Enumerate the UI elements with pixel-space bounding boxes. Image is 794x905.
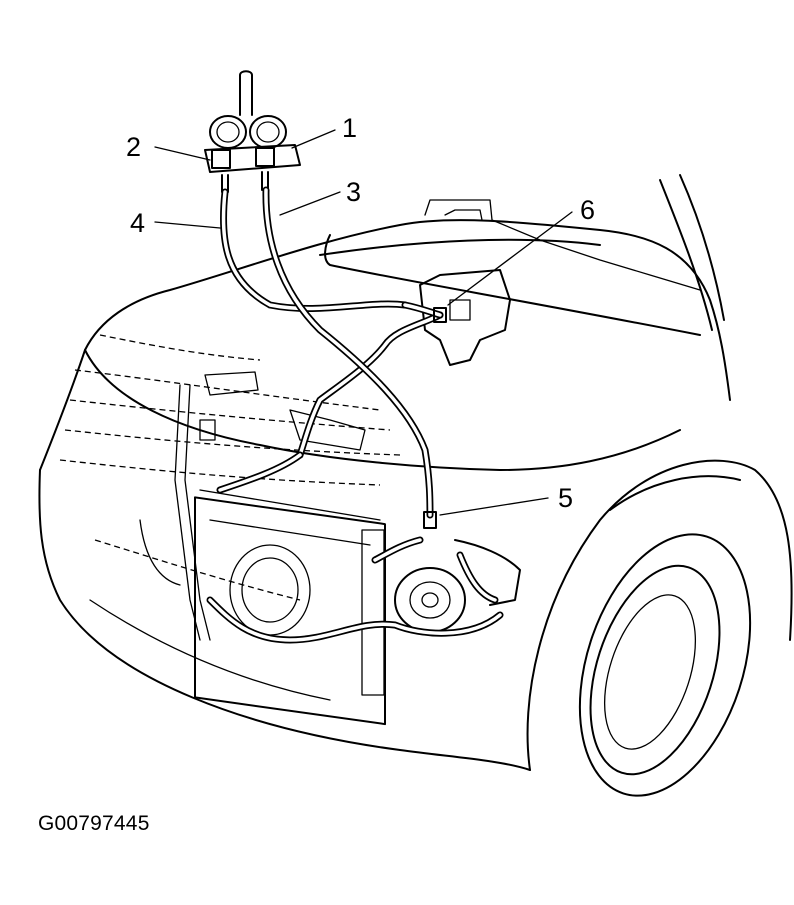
figure-code: G00797445 [38, 812, 150, 835]
engine-components [139, 269, 521, 726]
callout-3: 3 [346, 177, 361, 207]
callout-5: 5 [558, 483, 573, 513]
refrigerant-lines [206, 311, 504, 644]
callout-2: 2 [126, 132, 141, 162]
callout-1: 1 [342, 113, 357, 143]
service-hoses [219, 186, 447, 529]
front-wheel [526, 459, 793, 797]
callout-6: 6 [580, 195, 595, 225]
vehicle-body-outline [38, 174, 731, 771]
callout-leaders [154, 129, 573, 516]
callout-4: 4 [130, 208, 145, 238]
manifold-gauge-set [204, 70, 301, 193]
